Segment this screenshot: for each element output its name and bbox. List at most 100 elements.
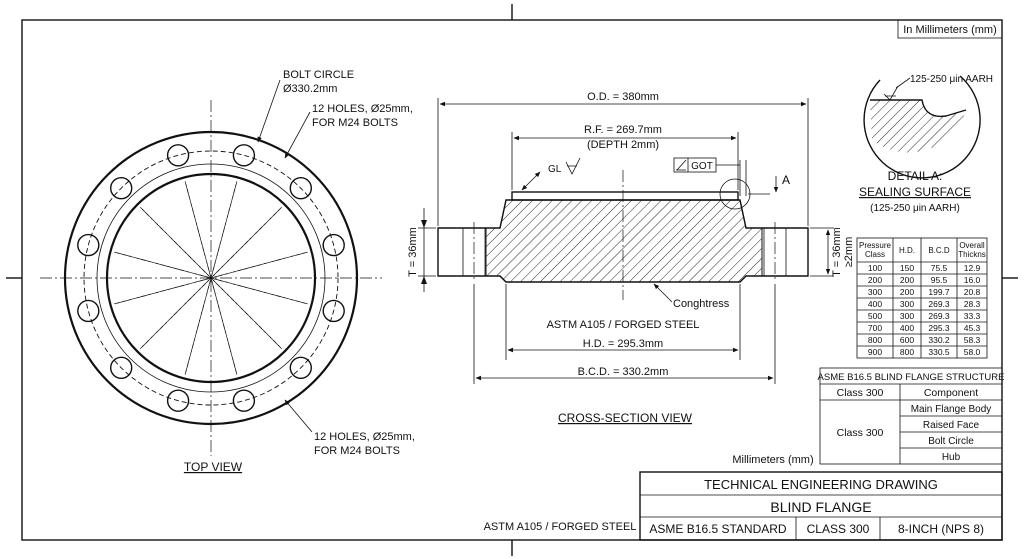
bolt-hole: [322, 299, 345, 323]
bolt-circle-label: BOLT CIRCLE: [283, 69, 354, 81]
detail-a: 125-250 μin AARH DETAIL A: SEALING SURFA…: [859, 74, 993, 214]
pressure-table-cell: 28.3: [964, 299, 981, 309]
pressure-table-cell: 400: [868, 299, 882, 309]
pressure-table-cell: 45.3: [964, 323, 981, 333]
radial-centerline: [140, 207, 282, 349]
bolt-hole: [289, 356, 312, 379]
pressure-table-cell: 700: [868, 323, 882, 333]
raised-face-edge: [96, 163, 326, 393]
structure-title: ASME B16.5 BLIND FLANGE STRUCTURE: [818, 372, 1005, 383]
title-block-class: CLASS 300: [807, 522, 870, 536]
bolt-hole: [232, 144, 256, 167]
pressure-table-header: B.C.D: [928, 246, 950, 255]
pressure-table-cell: 200: [900, 287, 914, 297]
bolt-hole: [166, 144, 190, 167]
pressure-table-cell: 58.3: [964, 335, 981, 345]
holes-bottom-leader: [284, 399, 313, 433]
rf-label: R.F. = 269.7mm: [584, 124, 662, 136]
pressure-table-header: H.D.: [899, 246, 915, 255]
radial-centerline: [114, 251, 308, 305]
top-view-centerlines: [40, 100, 382, 456]
pressure-table-cell: 75.5: [931, 263, 948, 273]
pressure-table-header: Thickns: [958, 250, 986, 259]
thickness-left-label: T = 36mm: [407, 227, 419, 277]
detail-a-subtitle: SEALING SURFACE: [859, 185, 971, 199]
top-view: BOLT CIRCLE Ø330.2mm 12 HOLES, Ø25mm, FO…: [40, 69, 415, 474]
raise-label: ≥2mm: [843, 237, 855, 267]
gl-label: GL: [548, 164, 562, 175]
component-bolt-circle: Bolt Circle: [928, 436, 974, 447]
radial-centerline: [140, 207, 282, 349]
bolt-hole: [166, 389, 190, 412]
pressure-table-header: Class: [865, 250, 885, 259]
pressure-table-header: Pressure: [859, 241, 892, 250]
holes-bottom-line2: FOR M24 BOLTS: [314, 445, 400, 457]
structure-table: ASME B16.5 BLIND FLANGE STRUCTURE Class …: [818, 367, 1005, 465]
pressure-table-cell: 150: [900, 263, 914, 273]
cross-section-view: O.D. = 380mm R.F. = 269.7mm (DEPTH 2mm) …: [407, 91, 855, 425]
pressure-table-cell: 900: [868, 347, 882, 357]
rf-depth-label: (DEPTH 2mm): [587, 139, 659, 151]
title-block: Millimeters (mm) TECHNICAL ENGINEERING D…: [484, 454, 1003, 541]
bolt-hole: [289, 176, 312, 200]
bolt-hole: [322, 233, 345, 257]
bolt-hole: [109, 356, 133, 379]
holes-top-leader: [284, 111, 311, 159]
pressure-table-cell: 16.0: [964, 275, 981, 285]
pressure-table-cell: 199.7: [928, 287, 950, 297]
cross-section-title: CROSS-SECTION VIEW: [558, 411, 693, 425]
pressure-table-cell: 95.5: [931, 275, 948, 285]
pressure-table-cell: 300: [900, 299, 914, 309]
bolt-circle-leader: [257, 79, 281, 143]
holes-top-line2: FOR M24 BOLTS: [312, 117, 398, 129]
title-block-standard: ASME B16.5 STANDARD: [649, 522, 786, 536]
pressure-table-cell: 100: [868, 263, 882, 273]
pressure-table-cell: 269.3: [928, 311, 950, 321]
detail-a-hatch: [870, 100, 966, 153]
component-main-body: Main Flange Body: [911, 404, 992, 415]
detail-a-note: (125-250 μin AARH): [870, 203, 960, 214]
top-view-title: TOP VIEW: [184, 460, 243, 474]
pressure-table-cell: 500: [868, 311, 882, 321]
pressure-table-cell: 800: [868, 335, 882, 345]
holes-top-line1: 12 HOLES, Ø25mm,: [312, 103, 413, 115]
hub-edge: [105, 172, 317, 384]
holes-bottom-line1: 12 HOLES, Ø25mm,: [314, 431, 415, 443]
thickness-right-label: T = 36mm: [831, 227, 843, 277]
pressure-table-cell: 12.9: [964, 263, 981, 273]
radial-centerlines: [114, 181, 308, 375]
pressure-table-cell: 330.5: [928, 347, 950, 357]
bolt-hole: [77, 299, 100, 323]
bolt-hole: [77, 233, 100, 257]
bolt-hole: [109, 176, 133, 200]
title-block-line1: TECHNICAL ENGINEERING DRAWING: [704, 477, 938, 492]
flange-section-hatch: [485, 199, 763, 283]
detail-a-finish-symbol: [883, 85, 899, 101]
finish-symbol: [565, 157, 581, 175]
pressure-table-cell: 200: [868, 275, 882, 285]
pressure-table-header: Overall: [959, 241, 985, 250]
bolt-circle-value: Ø330.2mm: [283, 83, 337, 95]
detail-a-profile: [870, 99, 967, 118]
radial-centerline: [140, 207, 282, 349]
pressure-table-cell: 600: [900, 335, 914, 345]
got-label: GOT: [691, 161, 713, 172]
detail-a-arc: [863, 75, 981, 179]
pressure-table-cell: 400: [900, 323, 914, 333]
pressure-table-cell: 20.8: [964, 287, 981, 297]
pressure-table-cell: 330.2: [928, 335, 950, 345]
hd-label: H.D. = 295.3mm: [583, 338, 663, 350]
radial-centerline: [140, 207, 282, 349]
sheet-center-ticks: [6, 4, 1018, 556]
congh-label: Conghtress: [673, 298, 730, 310]
title-block-line2: BLIND FLANGE: [770, 499, 871, 515]
bolt-hole: [232, 389, 256, 412]
outer-flange-edge: [63, 130, 359, 426]
structure-header-right: Component: [924, 387, 978, 399]
pressure-table-cell: 58.0: [964, 347, 981, 357]
detail-ref-label: A: [782, 173, 790, 187]
bcd-label: B.C.D. = 330.2mm: [578, 366, 669, 378]
structure-class-label: Class 300: [837, 427, 884, 439]
